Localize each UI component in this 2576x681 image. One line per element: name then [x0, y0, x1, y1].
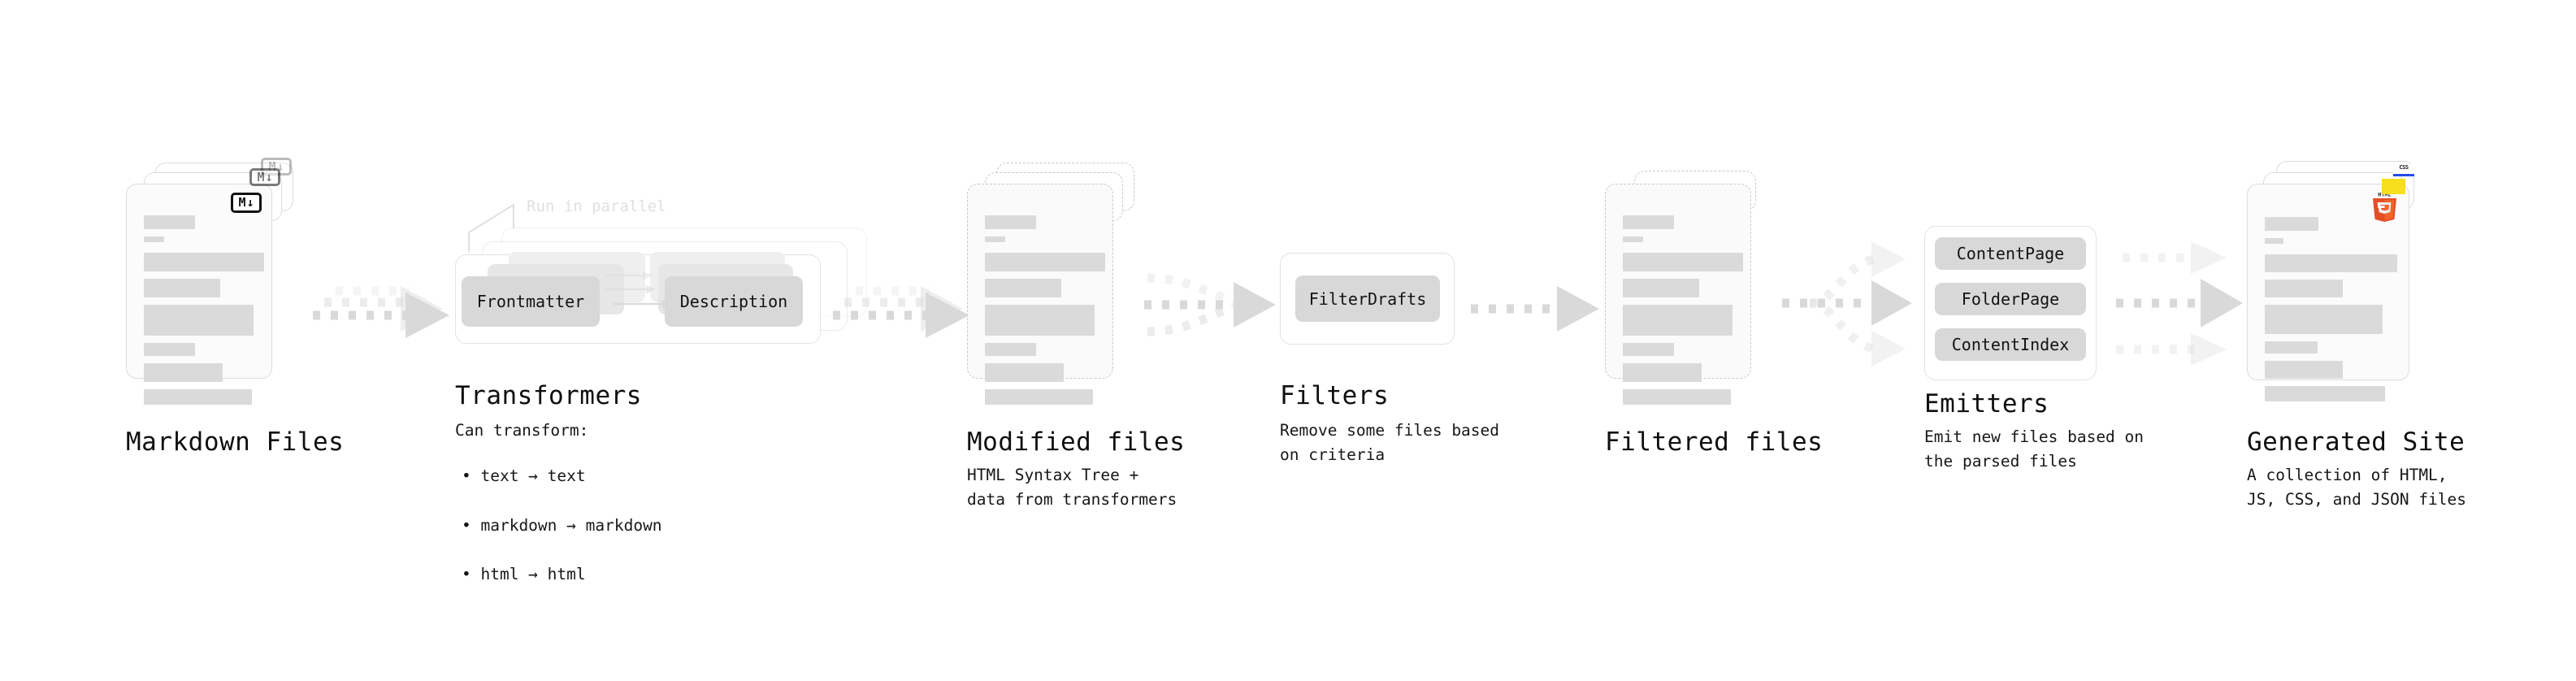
placeholder-line	[985, 215, 1036, 229]
placeholder-line	[1623, 343, 1674, 356]
placeholder-line	[2265, 238, 2283, 244]
connector-emitters-to-site	[2116, 241, 2243, 366]
placeholder-line	[985, 389, 1093, 405]
placeholder-line	[1623, 236, 1643, 242]
bullet-item: • html → html	[462, 538, 662, 587]
bullet-item: • text → text	[462, 440, 662, 488]
placeholder-line	[985, 305, 1095, 336]
card-front	[1605, 184, 1751, 405]
card-placeholder-lines	[985, 215, 1105, 412]
svg-text:HTML: HTML	[2378, 192, 2391, 198]
css-badge: CSS	[2393, 164, 2414, 176]
transformer-chip-frontmatter[interactable]: Frontmatter	[462, 276, 600, 327]
stage-desc-generated-site: A collection of HTML, JS, CSS, and JSON …	[2247, 466, 2467, 510]
connector-filtered-to-emitters	[1782, 241, 1912, 367]
html5-badge: HTML	[2371, 190, 2398, 222]
emitter-chip-contentindex[interactable]: ContentIndex	[1935, 328, 2086, 361]
connector-markdown-to-transformers	[313, 286, 449, 338]
placeholder-line	[1623, 215, 1674, 229]
bullet-label: html → html	[480, 565, 586, 584]
placeholder-line	[144, 253, 264, 271]
card-front: HTML	[2247, 184, 2409, 401]
run-in-parallel-label: Run in parallel	[527, 197, 666, 215]
stage-title-generated-site: Generated Site	[2247, 427, 2465, 457]
card-placeholder-lines	[1623, 215, 1743, 412]
markdown-badge-letter: M	[238, 195, 246, 210]
bullet-dot: •	[462, 515, 481, 535]
bullet-label: markdown → markdown	[480, 515, 662, 535]
placeholder-line	[1623, 363, 1702, 382]
stage-desc-emitters: Emit new files based on the parsed files	[1924, 427, 2144, 471]
placeholder-line	[2265, 280, 2343, 297]
placeholder-line	[144, 279, 220, 297]
placeholder-line	[1623, 389, 1731, 405]
transformers-bullet-list: • text → text • markdown → markdown • ht…	[462, 440, 662, 587]
placeholder-line	[985, 279, 1061, 297]
stage-desc-transformers: Can transform:	[455, 421, 589, 440]
placeholder-line	[144, 389, 252, 405]
html5-icon: HTML	[2373, 192, 2396, 222]
markdown-badge-letter: M	[268, 158, 276, 174]
placeholder-line	[2265, 305, 2383, 334]
stage-title-filtered-files: Filtered files	[1605, 427, 1824, 457]
placeholder-line	[1623, 305, 1733, 336]
stage-title-emitters: Emitters	[1924, 389, 2049, 419]
placeholder-line	[2265, 217, 2318, 231]
placeholder-line	[2265, 341, 2318, 354]
stage-title-markdown-files: Markdown Files	[126, 427, 345, 457]
bullet-dot: •	[462, 565, 481, 584]
markdown-files-card-stack: M↓ M↓ M↓	[126, 158, 305, 423]
placeholder-line	[144, 305, 254, 336]
placeholder-line	[144, 363, 223, 382]
js-badge	[2382, 179, 2405, 194]
placeholder-line	[985, 343, 1036, 356]
generated-site-card-stack: HTML CSS	[2247, 161, 2450, 429]
markdown-badge-arrow: ↓	[246, 195, 254, 210]
card-placeholder-lines	[2265, 217, 2397, 409]
placeholder-line	[985, 236, 1005, 242]
emitter-chip-folderpage[interactable]: FolderPage	[1935, 283, 2086, 315]
placeholder-line	[985, 363, 1064, 382]
chip-label: FilterDrafts	[1308, 288, 1427, 309]
card-placeholder-lines	[144, 215, 264, 412]
filter-chip-filterdrafts[interactable]: FilterDrafts	[1295, 275, 1440, 322]
chip-label: Frontmatter	[476, 292, 585, 311]
card-front	[967, 184, 1113, 405]
css-badge-label: CSS	[2399, 164, 2409, 171]
bullet-item: • markdown → markdown	[462, 488, 662, 537]
modified-files-card-stack	[967, 163, 1146, 423]
chip-label: ContentIndex	[1951, 335, 2070, 354]
stage-title-transformers: Transformers	[455, 381, 642, 410]
stage-title-modified-files: Modified files	[967, 427, 1186, 457]
placeholder-line	[2265, 386, 2385, 401]
connector-modified-to-filters	[1144, 273, 1276, 336]
connector-filters-to-filtered	[1471, 286, 1599, 332]
run-in-parallel-leader-line	[468, 203, 514, 252]
markdown-badge: M↓	[231, 193, 262, 213]
placeholder-line	[144, 343, 195, 356]
transformer-chip-description[interactable]: Description	[665, 276, 803, 327]
placeholder-line	[2265, 361, 2343, 379]
chip-label: Description	[679, 292, 788, 311]
placeholder-line	[144, 215, 195, 229]
emitter-chip-contentpage[interactable]: ContentPage	[1935, 237, 2086, 270]
card-front: M↓	[126, 184, 272, 405]
placeholder-line	[1623, 279, 1699, 297]
filtered-files-card-stack	[1605, 163, 1784, 423]
placeholder-line	[1623, 253, 1743, 271]
connector-transformers-to-modified	[833, 286, 969, 338]
placeholder-line	[144, 236, 164, 242]
stage-title-filters: Filters	[1280, 381, 1390, 410]
bullet-dot: •	[462, 466, 481, 486]
chip-label: FolderPage	[1961, 289, 2060, 309]
bullet-label: text → text	[480, 466, 586, 486]
markdown-badge-letter: M	[257, 169, 265, 184]
placeholder-line	[985, 253, 1105, 271]
chip-label: ContentPage	[1956, 244, 2065, 263]
arrow-head	[405, 293, 449, 338]
stage-desc-filters: Remove some files based on criteria	[1280, 421, 1500, 465]
stage-desc-modified-files: HTML Syntax Tree + data from transformer…	[967, 466, 1177, 510]
placeholder-line	[2265, 254, 2397, 272]
markdown-badge-ghost-1: M↓	[249, 168, 280, 186]
